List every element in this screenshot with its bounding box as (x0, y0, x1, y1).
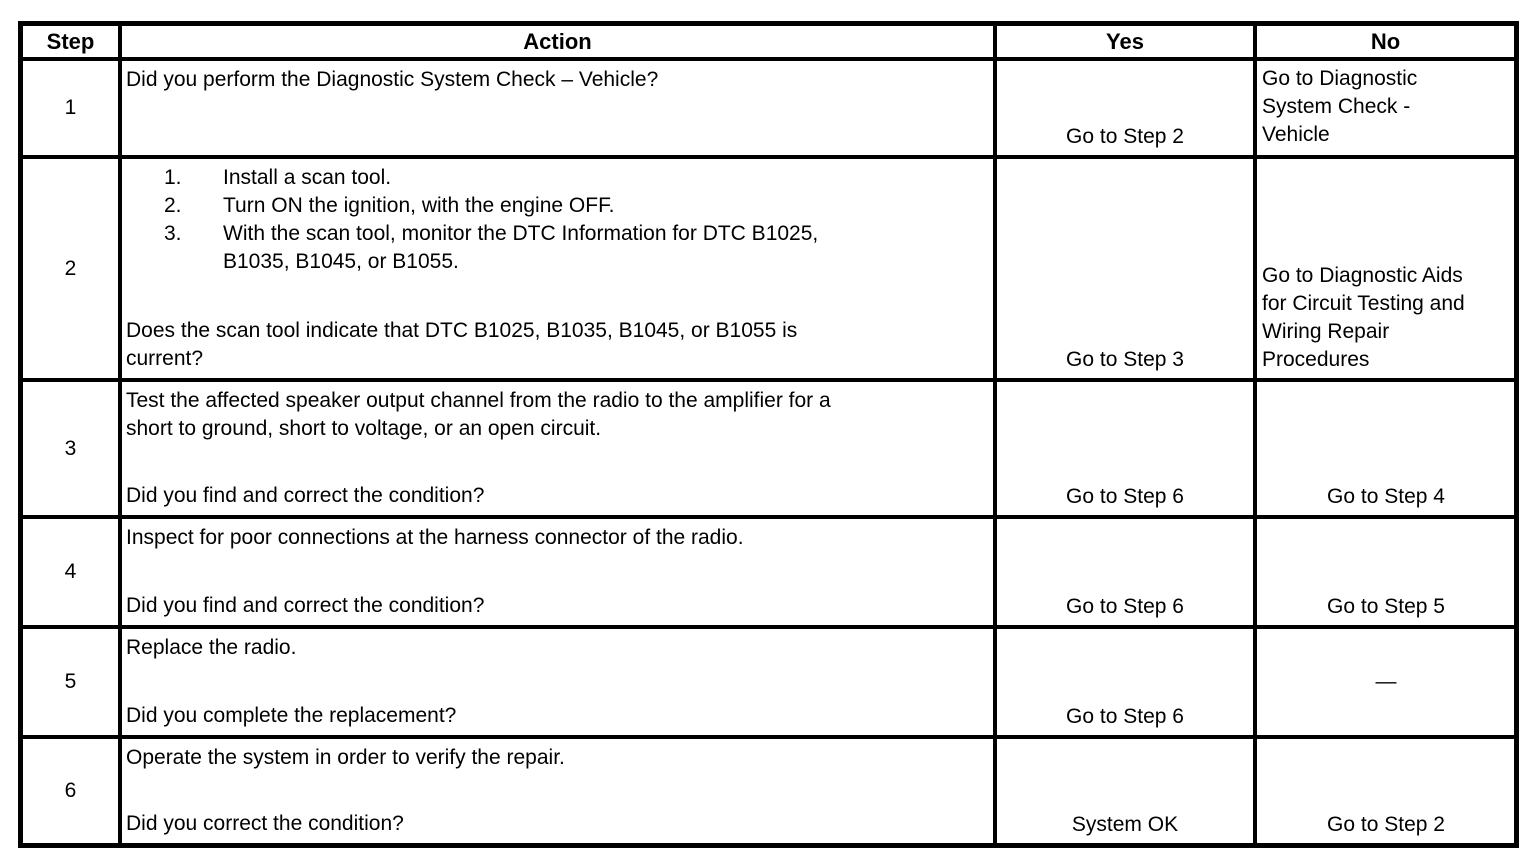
list-item-number: 1. (164, 166, 182, 189)
no-text: Go to Diagnostic System Check - Vehicle (1262, 65, 1417, 149)
row5-no-cell: — (1257, 629, 1514, 735)
no-line: System Check - (1262, 95, 1411, 118)
list-item: 3. With the scan tool, monitor the DTC I… (126, 220, 987, 276)
list-item-text: Install a scan tool. (223, 164, 987, 192)
row1-yes-cell: Go to Step 2 (997, 61, 1253, 155)
list-item: 1. Install a scan tool. (126, 164, 987, 192)
question-line: Does the scan tool indicate that DTC B10… (126, 319, 798, 342)
action-question: Did you find and correct the condition? (126, 592, 987, 620)
action-line: Replace the radio. (126, 636, 297, 659)
no-line: Vehicle (1262, 123, 1330, 146)
no-text: Go to Step 2 (1327, 813, 1445, 836)
row3-yes-cell: Go to Step 6 (997, 382, 1253, 515)
row6-step-cell: 6 (23, 739, 118, 843)
row3-no-cell: Go to Step 4 (1257, 382, 1514, 515)
question-line: Did you find and correct the condition? (126, 594, 485, 617)
list-item-number: 3. (164, 222, 182, 245)
yes-text: Go to Step 6 (1066, 595, 1184, 618)
action-text: Did you perform the Diagnostic System Ch… (126, 66, 987, 94)
row5-yes-cell: Go to Step 6 (997, 629, 1253, 735)
yes-text: Go to Step 6 (1066, 705, 1184, 728)
action-text: Inspect for poor connections at the harn… (126, 524, 987, 552)
row4-no-cell: Go to Step 5 (1257, 519, 1514, 625)
row4-step-cell: 4 (23, 519, 118, 625)
row4-yes-cell: Go to Step 6 (997, 519, 1253, 625)
no-line: Wiring Repair (1262, 320, 1390, 343)
action-line: short to ground, short to voltage, or an… (126, 417, 602, 440)
action-list: 1. Install a scan tool. 2. Turn ON the i… (126, 164, 987, 276)
action-text: Replace the radio. (126, 634, 987, 662)
no-line: for Circuit Testing and (1262, 292, 1465, 315)
action-line: B1035, B1045, or B1055. (223, 250, 459, 273)
col-header-action: Action (122, 26, 993, 57)
row6-yes-cell: System OK (997, 739, 1253, 843)
row3-step-cell: 3 (23, 382, 118, 515)
list-item-text: With the scan tool, monitor the DTC Info… (223, 220, 987, 276)
row4-action-cell: Inspect for poor connections at the harn… (122, 519, 993, 625)
yes-text: Go to Step 6 (1066, 485, 1184, 508)
row5-action-cell: Replace the radio. Did you complete the … (122, 629, 993, 735)
diagnostic-table: Step Action Yes No 1 Did you perform the… (18, 21, 1519, 848)
question-line: Did you correct the condition? (126, 812, 404, 835)
action-question: Did you find and correct the condition? (126, 482, 987, 510)
action-question: Does the scan tool indicate that DTC B10… (126, 317, 987, 373)
row2-action-cell: 1. Install a scan tool. 2. Turn ON the i… (122, 159, 993, 378)
no-line: Procedures (1262, 348, 1370, 371)
question-line: current? (126, 347, 204, 370)
no-text: Go to Step 4 (1327, 485, 1445, 508)
action-line: Install a scan tool. (223, 166, 392, 189)
list-item-number: 2. (164, 194, 182, 217)
row1-step-cell: 1 (23, 61, 118, 155)
row1-action-cell: Did you perform the Diagnostic System Ch… (122, 61, 993, 155)
list-item: 2. Turn ON the ignition, with the engine… (126, 192, 987, 220)
action-text: Test the affected speaker output channel… (126, 387, 987, 443)
action-text: Operate the system in order to verify th… (126, 744, 987, 772)
list-item-text: Turn ON the ignition, with the engine OF… (223, 192, 987, 220)
row3-action-cell: Test the affected speaker output channel… (122, 382, 993, 515)
action-line: Test the affected speaker output channel… (126, 389, 831, 412)
action-line: Did you perform the Diagnostic System Ch… (126, 68, 659, 91)
col-header-no: No (1257, 26, 1514, 57)
yes-text: Go to Step 3 (1066, 348, 1184, 371)
action-line: With the scan tool, monitor the DTC Info… (223, 222, 819, 245)
no-line: Go to Diagnostic (1262, 67, 1418, 90)
action-question: Did you complete the replacement? (126, 702, 987, 730)
no-text: Go to Step 5 (1327, 595, 1445, 618)
row6-no-cell: Go to Step 2 (1257, 739, 1514, 843)
row5-step-cell: 5 (23, 629, 118, 735)
row6-action-cell: Operate the system in order to verify th… (122, 739, 993, 843)
no-line: Go to Diagnostic Aids (1262, 264, 1463, 287)
question-line: Did you find and correct the condition? (126, 484, 485, 507)
yes-text: System OK (1071, 813, 1179, 836)
row2-yes-cell: Go to Step 3 (997, 159, 1253, 378)
col-header-yes: Yes (997, 26, 1253, 57)
action-line: Turn ON the ignition, with the engine OF… (223, 194, 615, 217)
row2-step-cell: 2 (23, 159, 118, 378)
col-header-step: Step (23, 26, 118, 57)
row2-no-cell: Go to Diagnostic Aids for Circuit Testin… (1257, 159, 1514, 378)
action-question: Did you correct the condition? (126, 810, 987, 838)
question-line: Did you complete the replacement? (126, 704, 457, 727)
action-line: Inspect for poor connections at the harn… (126, 526, 744, 549)
no-dash: — (1375, 670, 1397, 693)
no-text: Go to Diagnostic Aids for Circuit Testin… (1262, 262, 1465, 374)
row1-no-cell: Go to Diagnostic System Check - Vehicle (1257, 61, 1514, 155)
yes-text: Go to Step 2 (1066, 125, 1184, 148)
action-line: Operate the system in order to verify th… (126, 746, 565, 769)
